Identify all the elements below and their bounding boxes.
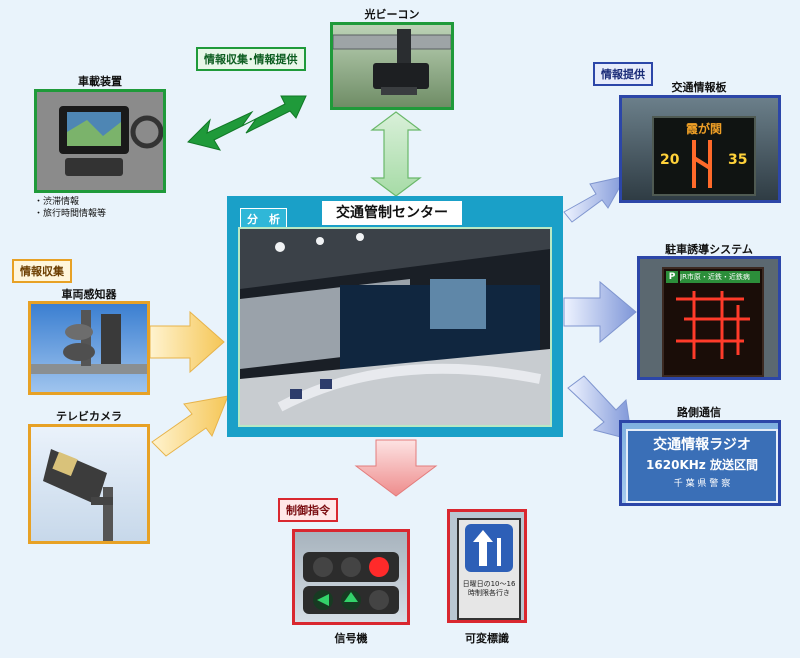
caption-variable-sign: 可変標識 [465,632,509,645]
arrow-sensor-center [149,310,225,374]
radio-line-1: 交通情報ラジオ [653,437,751,453]
board-route-icon [692,140,712,188]
direction-arrow-icon [465,524,513,572]
tv-camera-photo [28,424,150,544]
tag-control: 制御指令 [278,498,338,522]
camera-icon [43,449,113,541]
variable-sign-panel: 日曜日の10～16時制限各行き [457,518,521,620]
caption-roadside: 路側通信 [677,406,721,419]
tag-provide: 情報提供 [593,62,653,86]
caption-parking: 駐車誘導システム [665,243,753,256]
traffic-board-photo: 霞が関 20 35 [619,95,781,203]
parking-photo: P JR市原・近鉄・近鉄病 [637,256,781,380]
tag-collect: 情報収集 [12,259,72,283]
caption-beacon: 光ビーコン [364,8,420,21]
board-left-num: 20 [660,152,680,168]
center-title: 交通管制センター [322,201,462,225]
beacon-icon [333,29,451,95]
car-navigation-icon [37,92,163,190]
variable-sign-text: 日曜日の10～16時制限各行き [462,580,516,597]
caption-traffic-board: 交通情報板 [671,81,727,94]
variable-sign-photo: 日曜日の10～16時制限各行き [447,509,527,623]
control-center-photo [238,227,552,427]
car-device-photo [34,89,166,193]
arrow-center-control [354,439,438,497]
caption-signal: 信号機 [334,632,368,645]
control-room-icon [240,229,550,425]
tag-collect-provide: 情報収集･情報提供 [196,47,306,71]
caption-vehicle-sensor: 車両感知器 [61,288,117,301]
traffic-board-display: 霞が関 20 35 [652,116,756,196]
vehicle-sensor-icon [31,310,147,374]
board-place: 霞が関 [685,122,722,136]
signal-photo [292,529,410,625]
beacon-photo [330,22,454,110]
roadside-photo: 交通情報ラジオ 1620KHz 放送区間 千 葉 県 警 察 [619,420,781,506]
arrow-center-board [563,175,627,223]
vehicle-sensor-photo [28,301,150,395]
board-right-num: 35 [728,152,748,168]
parking-display: P JR市原・近鉄・近鉄病 [662,267,764,377]
arrow-center-parking [563,280,637,344]
arrow-camera-center [151,395,229,457]
radio-sign: 交通情報ラジオ 1620KHz 放送区間 千 葉 県 警 察 [626,429,778,503]
car-info-1: ・渋滞情報 [34,197,80,207]
traffic-signal-icon [303,552,399,614]
parking-line: JR市原・近鉄・近鉄病 [680,271,760,283]
parking-map-icon [676,291,750,359]
parking-p-icon: P [666,271,678,283]
car-info-2: ・旅行時間情報等 [34,209,107,219]
caption-tv-camera: テレビカメラ [56,410,122,423]
arrow-zigzag [187,95,307,151]
radio-line-3: 千 葉 県 警 察 [673,479,731,489]
arrow-beacon-center [370,111,422,197]
caption-car-device: 車載装置 [78,75,122,88]
radio-line-2: 1620KHz 放送区間 [646,458,758,472]
